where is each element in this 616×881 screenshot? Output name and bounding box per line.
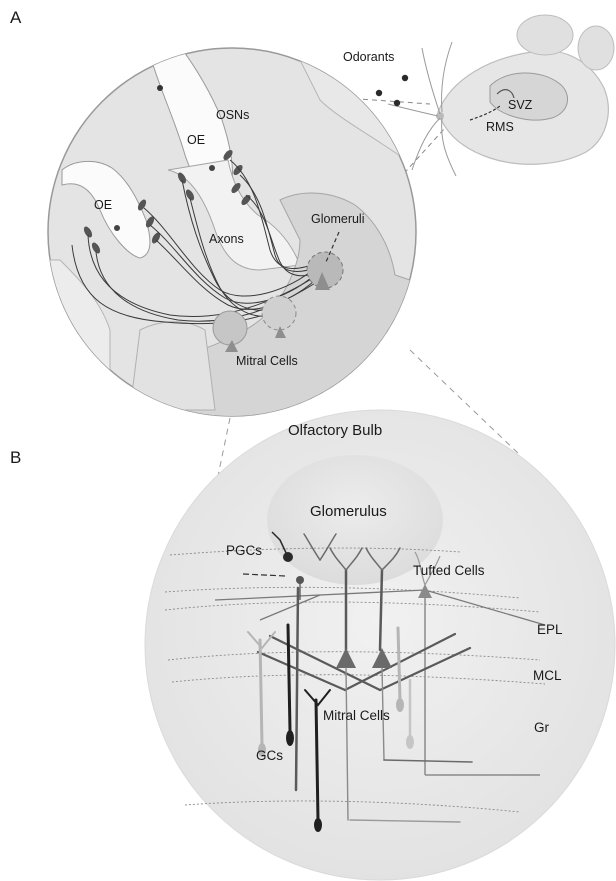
odorants-label: Odorants <box>343 50 394 64</box>
osns-label: OSNs <box>216 108 249 122</box>
panel-b-letter: B <box>10 448 21 468</box>
panel-a-letter: A <box>10 8 21 28</box>
mitral-cells-b-label: Mitral Cells <box>323 708 390 723</box>
mouse-head <box>388 15 614 176</box>
epl-label: EPL <box>537 622 563 637</box>
mitral-cells-a-label: Mitral Cells <box>236 354 298 368</box>
svz-label: SVZ <box>508 98 532 112</box>
glomerulus-label: Glomerulus <box>310 503 387 520</box>
rms-label: RMS <box>486 120 514 134</box>
pgcs-label: PGCs <box>226 543 262 558</box>
gcs-label: GCs <box>256 748 283 763</box>
gr-label: Gr <box>534 720 549 735</box>
axons-label: Axons <box>209 232 244 246</box>
glomeruli-label: Glomeruli <box>311 212 365 226</box>
tufted-cells-label: Tufted Cells <box>413 563 485 578</box>
oe-left-label: OE <box>94 198 112 212</box>
mcl-label: MCL <box>533 668 562 683</box>
oe-upper-label: OE <box>187 133 205 147</box>
olfactory-bulb-label: Olfactory Bulb <box>288 422 382 439</box>
